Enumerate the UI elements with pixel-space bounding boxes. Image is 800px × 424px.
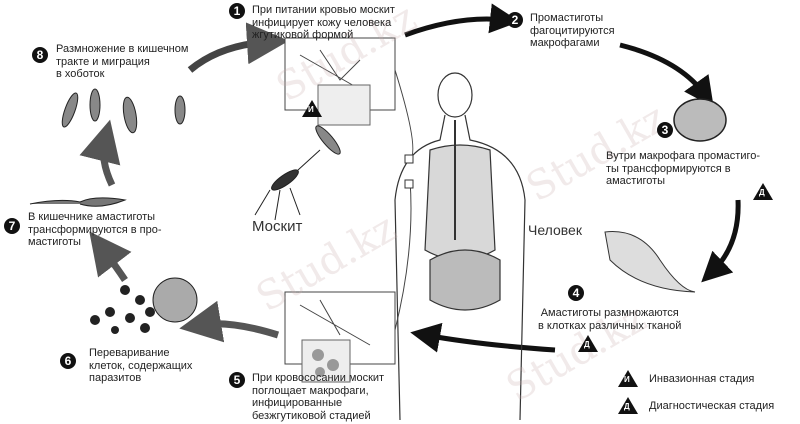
arrow-4-to-5 (410, 322, 556, 353)
step-text-7: В кишечнике амастиготы трансформируются … (28, 211, 162, 248)
step-text-1: При питании кровью москит инфицирует кож… (252, 4, 395, 41)
step-number-1: 1 (229, 3, 245, 19)
marker-letter: Д (624, 402, 630, 411)
marker-letter: И (308, 105, 314, 114)
legend-invasive-text: Инвазионная стадия (649, 373, 755, 385)
marker-letter: Д (584, 340, 590, 349)
step-number-7: 7 (4, 218, 20, 234)
step-text-6: Переваривание клеток, содержащих паразит… (89, 347, 193, 384)
step-text-4: Амастиготы размножаются в клотках различ… (538, 307, 682, 332)
promastigote-7 (29, 197, 127, 207)
legend-diagnostic-text: Диагностическая стадия (649, 400, 775, 412)
arrow-8-to-1 (187, 22, 289, 73)
step-text-5: При кровососании москит поглощает макроф… (252, 372, 385, 422)
step-number-4: 4 (568, 285, 584, 301)
promastigotes-8 (61, 88, 341, 155)
arrow-6-to-7 (89, 231, 132, 282)
human-label: Человек (528, 222, 582, 238)
arrow-5-to-6 (179, 300, 280, 343)
infected-tissue (604, 231, 696, 293)
arrow-2-to-3 (619, 42, 714, 108)
marker-letter: И (624, 375, 630, 384)
legend-diagnostic-marker: Д (618, 397, 638, 414)
legend-invasive-marker: И (618, 370, 638, 387)
mosquito-figure (254, 149, 321, 221)
step-number-6: 6 (60, 353, 76, 369)
step-text-8: Размножение в кишечном тракте и миграция… (56, 43, 189, 80)
step-number-8: 8 (32, 47, 48, 63)
step-number-5: 5 (229, 372, 245, 388)
marker-letter: Д (759, 188, 765, 197)
human-figure (394, 72, 526, 421)
mosquito-label: Москит (252, 218, 303, 235)
arrow-7-to-8 (79, 119, 121, 187)
macrophage-infected (673, 98, 727, 142)
invasive-stage-marker: И (302, 100, 322, 117)
step-text-2: Промастиготы фагоцитируются макрофагами (530, 12, 615, 49)
ruptured-macrophage (152, 277, 198, 323)
macrophage-box-bottom (301, 339, 351, 383)
step-number-2: 2 (507, 12, 523, 28)
diagnostic-stage-marker: Д (578, 335, 598, 352)
macrophage-box-top (317, 84, 371, 126)
step-number-3: 3 (657, 122, 673, 138)
arrow-1-to-2 (404, 3, 520, 38)
arrow-3-to-4 (701, 199, 741, 283)
step-text-3: Вутри макрофага промастиго- ты трансформ… (606, 150, 761, 187)
diagnostic-stage-marker: Д (753, 183, 773, 200)
